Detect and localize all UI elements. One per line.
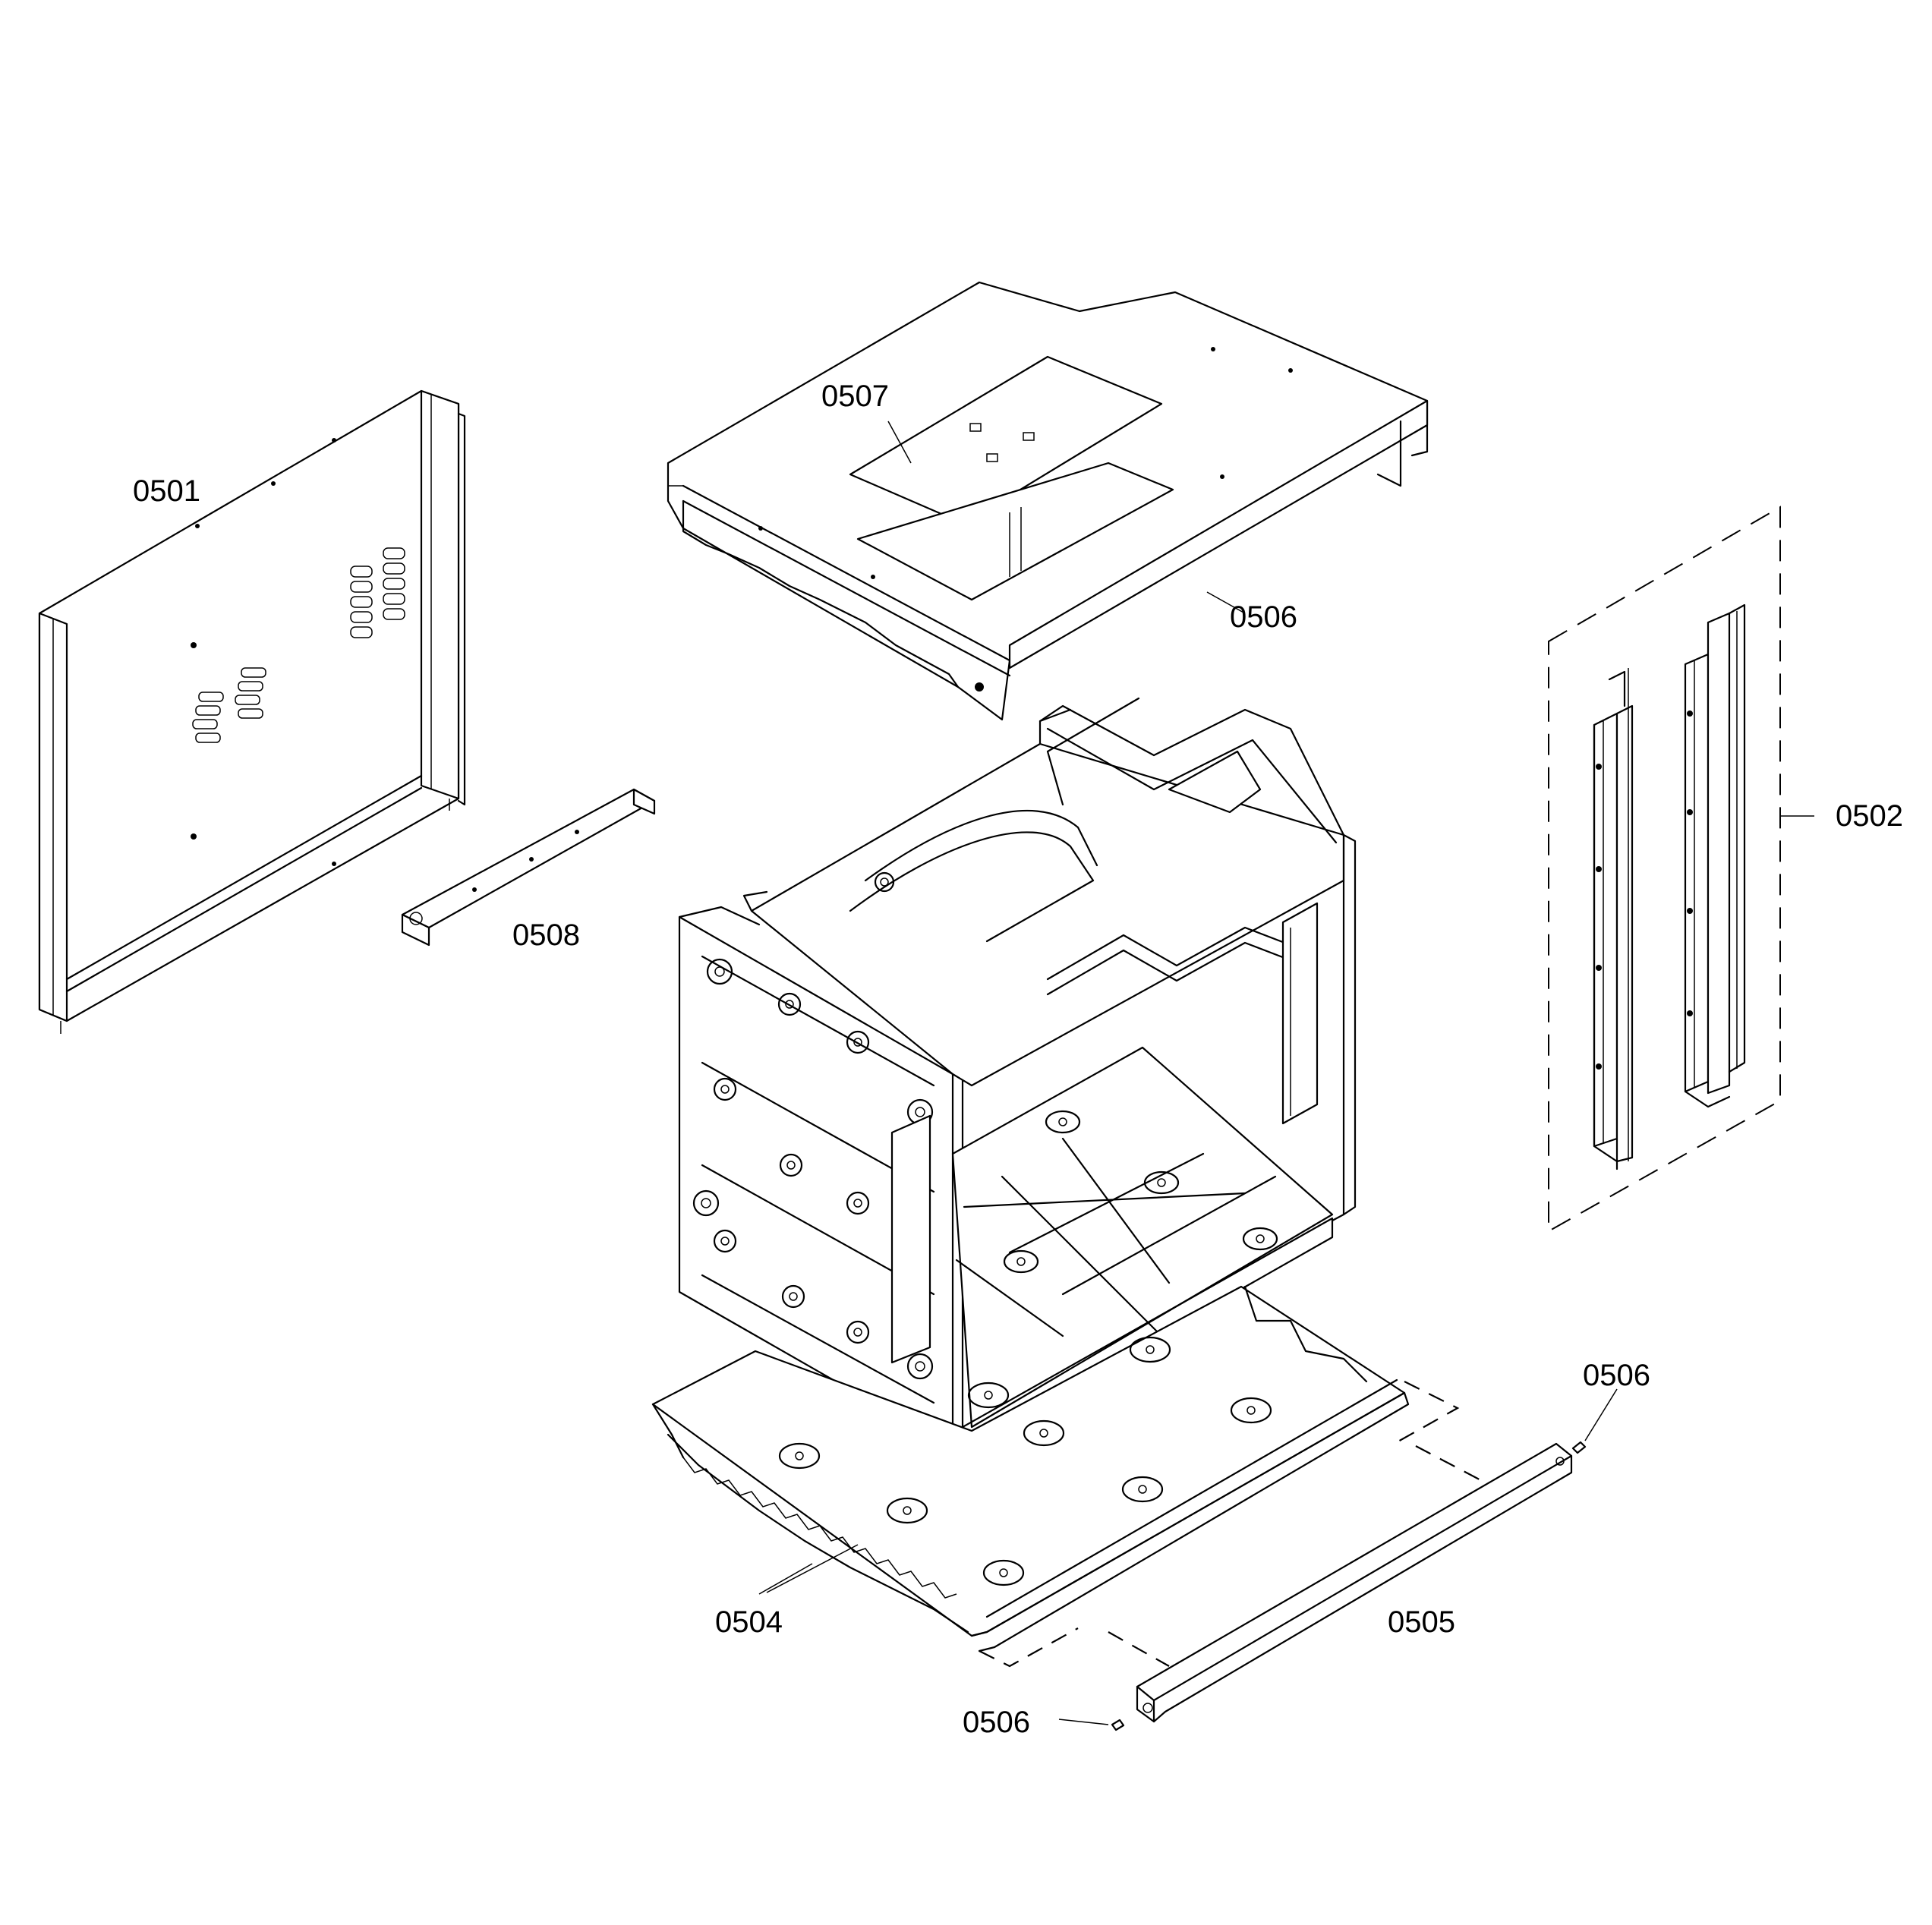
label-0502: 0502 — [1836, 799, 1903, 833]
screw-0506-lower — [1111, 1719, 1125, 1731]
screw-0506-upper — [1571, 1441, 1587, 1454]
label-0505: 0505 — [1388, 1605, 1455, 1639]
trim-strips-0502 — [1548, 506, 1781, 1233]
tray-bosses — [778, 1336, 1272, 1586]
label-0506-lower: 0506 — [963, 1706, 1030, 1739]
front-trim-bar-0505 — [1136, 1442, 1573, 1723]
assembly-guide-lines — [979, 1381, 1489, 1668]
floor-bosses — [1003, 1110, 1278, 1274]
label-0506-upper: 0506 — [1583, 1359, 1650, 1392]
label-0508: 0508 — [512, 918, 580, 952]
vent-slots-upper — [350, 547, 405, 638]
top-plate-0507 — [849, 355, 1174, 601]
label-0504: 0504 — [715, 1605, 783, 1639]
oven-cavity-frame — [678, 697, 1357, 1450]
label-0506-top: 0506 — [1230, 600, 1297, 634]
label-0501: 0501 — [133, 474, 200, 508]
bottom-tray-0504 — [651, 1285, 1410, 1652]
boss-circles — [692, 958, 934, 1380]
top-cover-assembly — [667, 281, 1429, 721]
bracket-0508 — [401, 788, 656, 947]
side-panel-0501 — [38, 389, 466, 1034]
vent-slots-center — [192, 667, 266, 743]
leader-lines — [766, 421, 1814, 1725]
label-0507: 0507 — [821, 380, 889, 413]
